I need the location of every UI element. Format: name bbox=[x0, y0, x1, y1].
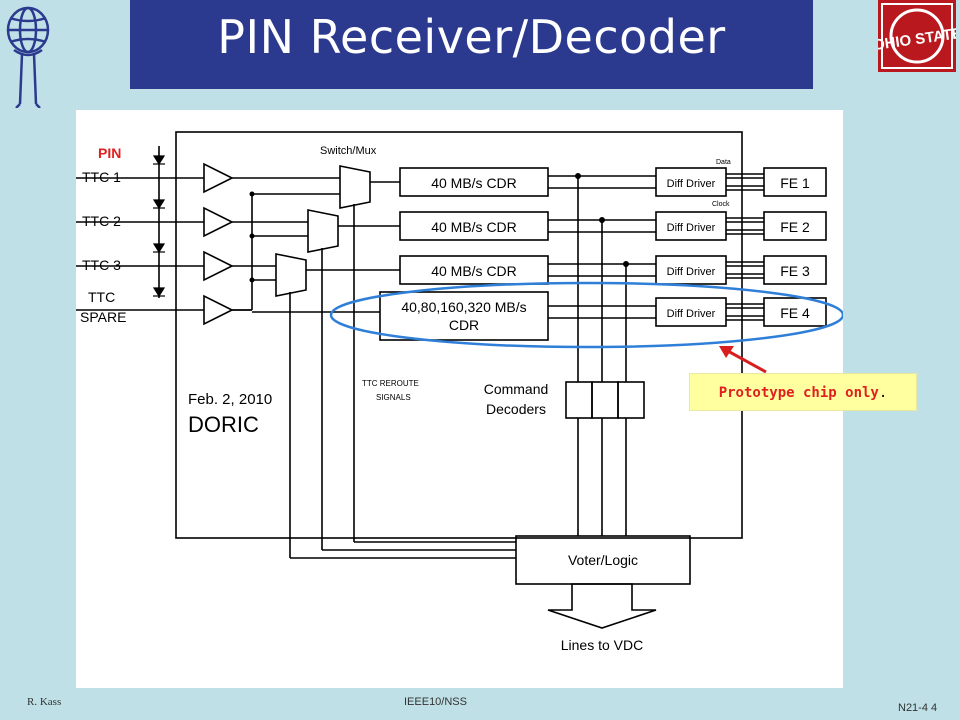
highlight-ellipse bbox=[329, 281, 845, 349]
fe-box-1 bbox=[763, 167, 827, 197]
buffer-2 bbox=[203, 206, 234, 238]
callout-text: Prototype chip only bbox=[718, 385, 879, 401]
diff-driver-4 bbox=[655, 297, 727, 327]
switch-mux-label: Switch/Mux bbox=[320, 145, 377, 157]
cdr-box-3 bbox=[399, 255, 549, 285]
footer-author: R. Kass bbox=[27, 696, 62, 708]
cdr-box-2 bbox=[399, 211, 549, 241]
fe-label-3: FE 3 bbox=[780, 263, 810, 279]
callout-arrow-head-icon bbox=[719, 346, 734, 358]
footer-slide-number: N21-4 4 bbox=[898, 702, 938, 714]
mux-2 bbox=[307, 209, 339, 253]
output-label: Lines to VDC bbox=[561, 637, 643, 653]
reroute-label-1: TTC REROUTE bbox=[362, 379, 419, 388]
cdr-label-3: 40 MB/s CDR bbox=[431, 263, 517, 279]
fe-label-4: FE 4 bbox=[780, 305, 810, 321]
command-decoders-label-2: Decoders bbox=[486, 401, 546, 417]
command-decoder-2 bbox=[591, 381, 619, 419]
callout-arrow-line bbox=[725, 348, 767, 374]
callout-box: Prototype chip only. bbox=[689, 373, 917, 411]
cdr-box-4 bbox=[379, 291, 549, 341]
voter-logic-label: Voter/Logic bbox=[568, 552, 638, 568]
callout-period: . bbox=[878, 385, 888, 401]
junction-dots bbox=[249, 173, 629, 283]
doric-block-diagram: PIN TTC 1 TTC 2 TTC 3 TTC SPARE Switch/M… bbox=[76, 131, 845, 653]
input-label-ttc3: TTC 3 bbox=[82, 257, 121, 273]
doric-chip-boundary bbox=[175, 131, 743, 539]
buffer-3 bbox=[203, 250, 234, 282]
diff-driver-2 bbox=[655, 211, 727, 241]
diff-driver-label-4: Diff Driver bbox=[667, 308, 716, 320]
diff-driver-1 bbox=[655, 167, 727, 197]
fe-box-4 bbox=[763, 297, 827, 327]
slide-title: PIN Receiver/Decoder bbox=[217, 10, 726, 64]
diff-driver-label-1: Diff Driver bbox=[667, 178, 716, 190]
diff-driver-3 bbox=[655, 255, 727, 285]
diff-driver-label-2: Diff Driver bbox=[667, 222, 716, 234]
cdr-label-4-sub: CDR bbox=[449, 317, 479, 333]
input-label-ttc-spare-2: SPARE bbox=[80, 309, 126, 325]
fe-box-2 bbox=[763, 211, 827, 241]
chip-date-label: Feb. 2, 2010 bbox=[188, 391, 272, 408]
pin-label: PIN bbox=[98, 145, 121, 161]
mux-1 bbox=[339, 165, 371, 209]
atlas-logo-icon bbox=[6, 6, 50, 108]
cdr-label-4: 40,80,160,320 MB/s bbox=[401, 299, 526, 315]
input-label-ttc2: TTC 2 bbox=[82, 213, 121, 229]
buffer-1 bbox=[203, 162, 234, 194]
fe-box-3 bbox=[763, 255, 827, 285]
chip-name-label: DORIC bbox=[188, 412, 259, 437]
output-arrow-icon bbox=[547, 583, 657, 629]
cdr-label-2: 40 MB/s CDR bbox=[431, 219, 517, 235]
command-decoder-3 bbox=[617, 381, 645, 419]
clock-label: Clock bbox=[712, 201, 730, 208]
pin-diodes bbox=[152, 155, 166, 298]
ohio-state-logo-icon: OHIO STATE bbox=[872, 3, 960, 69]
input-label-ttc-spare-1: TTC bbox=[88, 289, 115, 305]
command-decoders-label-1: Command bbox=[484, 381, 549, 397]
footer-conference: IEEE10/NSS bbox=[404, 696, 467, 708]
input-label-ttc1: TTC 1 bbox=[82, 169, 121, 185]
diff-driver-label-3: Diff Driver bbox=[667, 266, 716, 278]
title-bar: PIN Receiver/Decoder bbox=[130, 0, 813, 89]
buffer-spare bbox=[203, 294, 234, 326]
fe-label-2: FE 2 bbox=[780, 219, 810, 235]
reroute-label-2: SIGNALS bbox=[376, 393, 411, 402]
cdr-label-1: 40 MB/s CDR bbox=[431, 175, 517, 191]
ohio-state-logo: OHIO STATE bbox=[872, 0, 960, 72]
mux-3 bbox=[275, 253, 307, 297]
fe-label-1: FE 1 bbox=[780, 175, 810, 191]
data-label: Data bbox=[716, 159, 731, 166]
command-decoder-1 bbox=[565, 381, 593, 419]
cdr-box-1 bbox=[399, 167, 549, 197]
